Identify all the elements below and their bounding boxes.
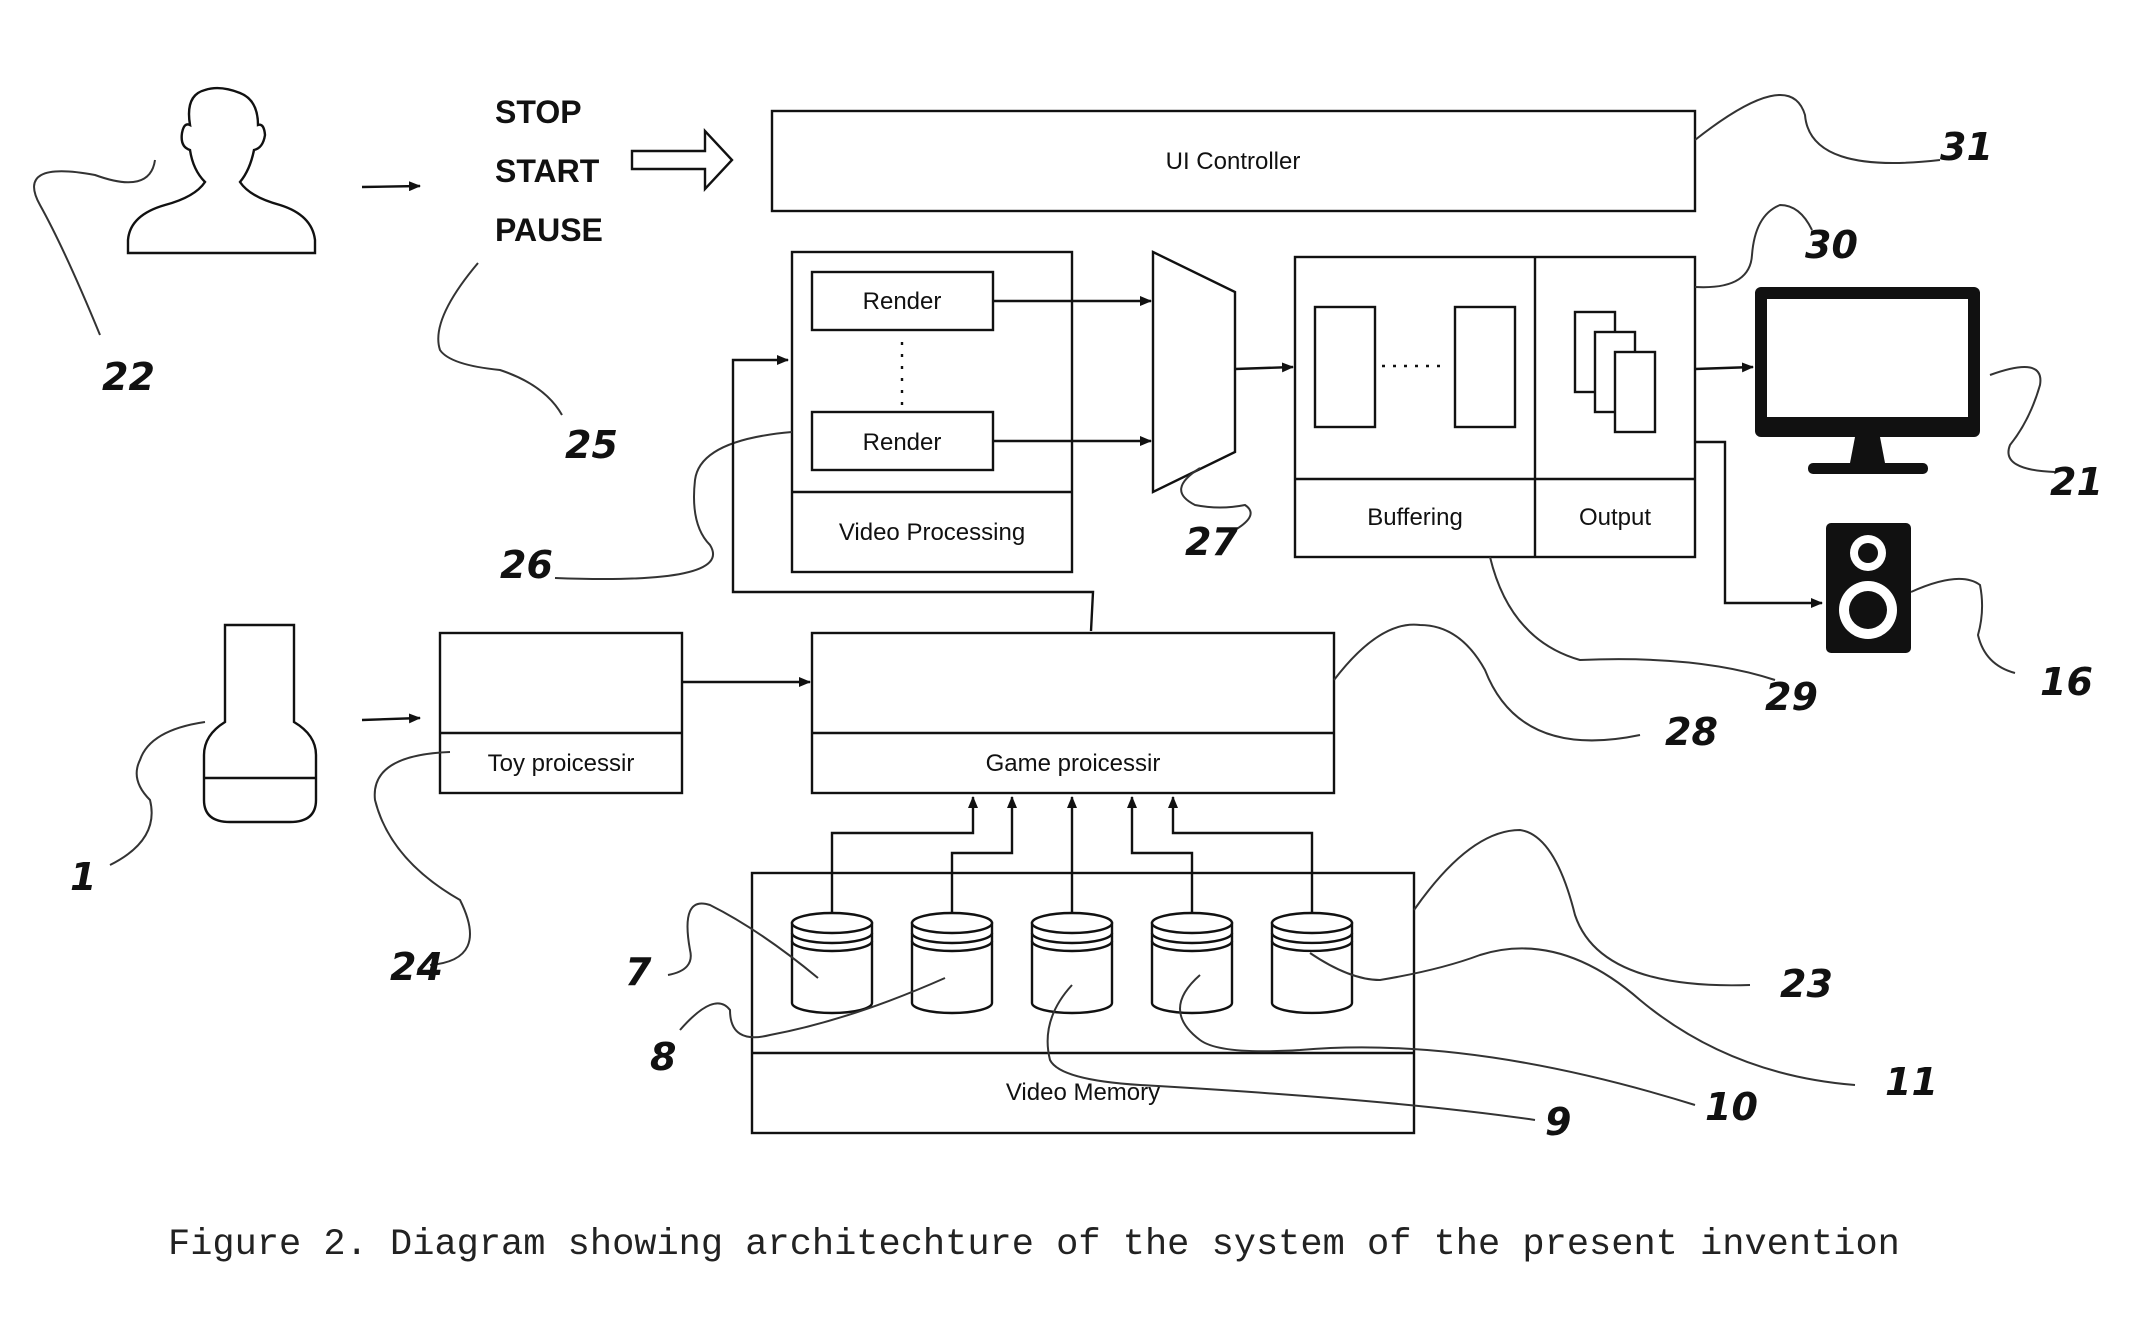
ref-1: 1 [70, 855, 96, 899]
leader-21 [1989, 366, 2056, 473]
memory-cylinder-11 [1270, 911, 1354, 1015]
ref-26: 26 [500, 543, 553, 587]
leader-25 [437, 262, 563, 416]
buffer-frame-first [1313, 305, 1377, 429]
ui-controller-label: UI Controller [1166, 148, 1301, 175]
commands-hollow-arrow [630, 127, 734, 193]
ref-30: 30 [1805, 223, 1858, 267]
leader-7 [667, 902, 819, 979]
leader-16 [1910, 577, 2016, 674]
figure-caption: Figure 2. Diagram showing architechture … [168, 1224, 1900, 1266]
memory-cylinder-7 [790, 911, 874, 1015]
ref-27: 27 [1185, 520, 1238, 564]
command-pause: PAUSE [495, 212, 603, 248]
toy-controller-icon [202, 623, 318, 824]
leader-26 [554, 431, 793, 581]
ref-8: 8 [650, 1035, 676, 1079]
user-silhouette-icon [126, 86, 317, 255]
ref-10: 10 [1705, 1085, 1758, 1129]
ref-23: 23 [1780, 962, 1833, 1006]
memory-cylinder-9 [1030, 911, 1114, 1015]
ref-9: 9 [1545, 1100, 1571, 1144]
memory-cylinder-8 [910, 911, 994, 1015]
mux-to-buffer-arrow [1234, 362, 1294, 373]
leader-30 [1694, 203, 1813, 289]
ref-29: 29 [1765, 675, 1818, 719]
ui-controller-box [770, 109, 1697, 213]
ref-21: 21 [2050, 460, 2103, 504]
user-to-commands-arrow [361, 181, 421, 192]
leader-28 [1333, 623, 1641, 742]
ref-24: 24 [390, 945, 443, 989]
output-label: Output [1579, 504, 1651, 531]
memory-cylinder-10 [1150, 911, 1234, 1015]
ref-16: 16 [2040, 660, 2093, 704]
memory-8-to-game-arrow [950, 796, 1017, 913]
game-processor-label: Game proicessir [986, 750, 1161, 777]
ref-11: 11 [1885, 1060, 1938, 1104]
leader-10 [1179, 974, 1696, 1106]
game-to-video-processing-arrow [731, 355, 1095, 632]
leader-9 [1046, 984, 1536, 1121]
leader-22 [33, 159, 156, 336]
leader-31 [1694, 94, 1941, 164]
leader-23 [1413, 828, 1751, 987]
leader-27 [1180, 467, 1252, 531]
speaker-icon [1826, 523, 1911, 653]
ref-31: 31 [1940, 125, 1993, 169]
buffer-frame-last [1453, 305, 1517, 429]
output-frame-3 [1613, 350, 1657, 434]
buffering-label: Buffering [1367, 504, 1463, 531]
leader-1 [109, 721, 206, 866]
memory-10-to-game-arrow [1127, 796, 1194, 913]
leader-24 [373, 751, 471, 966]
ref-28: 28 [1665, 710, 1718, 754]
toy-processor-label: Toy proicessir [488, 750, 635, 777]
memory-11-to-game-arrow [1168, 796, 1314, 913]
multiplexer-trapezoid [1151, 250, 1237, 494]
game-processor-box [810, 631, 1336, 795]
monitor-icon [1755, 287, 1980, 474]
memory-7-to-game-arrow [830, 796, 978, 913]
output-to-speaker-arrow [1695, 440, 1823, 608]
render-label-top: Render [863, 288, 942, 315]
command-start: START [495, 153, 600, 189]
leader-8 [679, 977, 946, 1039]
output-to-monitor-arrow [1694, 362, 1754, 373]
leader-11 [1309, 947, 1856, 1086]
video-memory-label: Video Memory [1006, 1079, 1160, 1106]
toy-processor-box [438, 631, 684, 795]
ref-7: 7 [625, 950, 652, 994]
ref-25: 25 [565, 423, 618, 467]
ref-22: 22 [102, 355, 155, 399]
leader-29 [1489, 556, 1776, 681]
video-processing-label: Video Processing [839, 519, 1025, 546]
toy-to-processor-arrow [361, 713, 421, 724]
render-label-bottom: Render [863, 429, 942, 456]
command-stop: STOP [495, 94, 582, 130]
render-box-top [810, 270, 995, 332]
